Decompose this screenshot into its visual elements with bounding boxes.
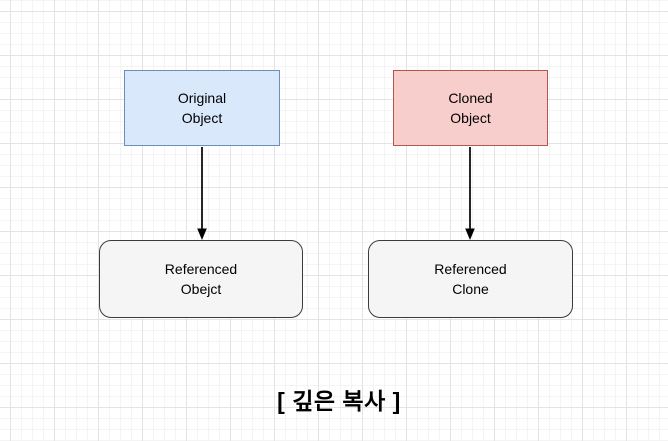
node-original-object: Original Object xyxy=(124,70,280,146)
node-label-line: Obejct xyxy=(180,281,222,297)
node-label-line: Referenced xyxy=(164,261,238,277)
arrow-original-to-referenced-object xyxy=(197,147,207,240)
node-label-line: Referenced xyxy=(434,261,507,277)
node-label-line: Object xyxy=(181,110,223,126)
node-label-line: Object xyxy=(450,110,491,126)
node-referenced-clone: Referenced Clone xyxy=(368,240,573,318)
node-label-line: Cloned xyxy=(448,90,493,106)
node-referenced-object: Referenced Obejct xyxy=(99,240,303,318)
node-label-line: Original xyxy=(177,90,227,106)
diagram-caption: [ 깊은 복사 ] xyxy=(277,388,401,414)
node-cloned-object: Cloned Object xyxy=(393,70,548,146)
arrow-cloned-to-referenced-clone xyxy=(465,147,475,240)
node-label-line: Clone xyxy=(452,281,489,297)
